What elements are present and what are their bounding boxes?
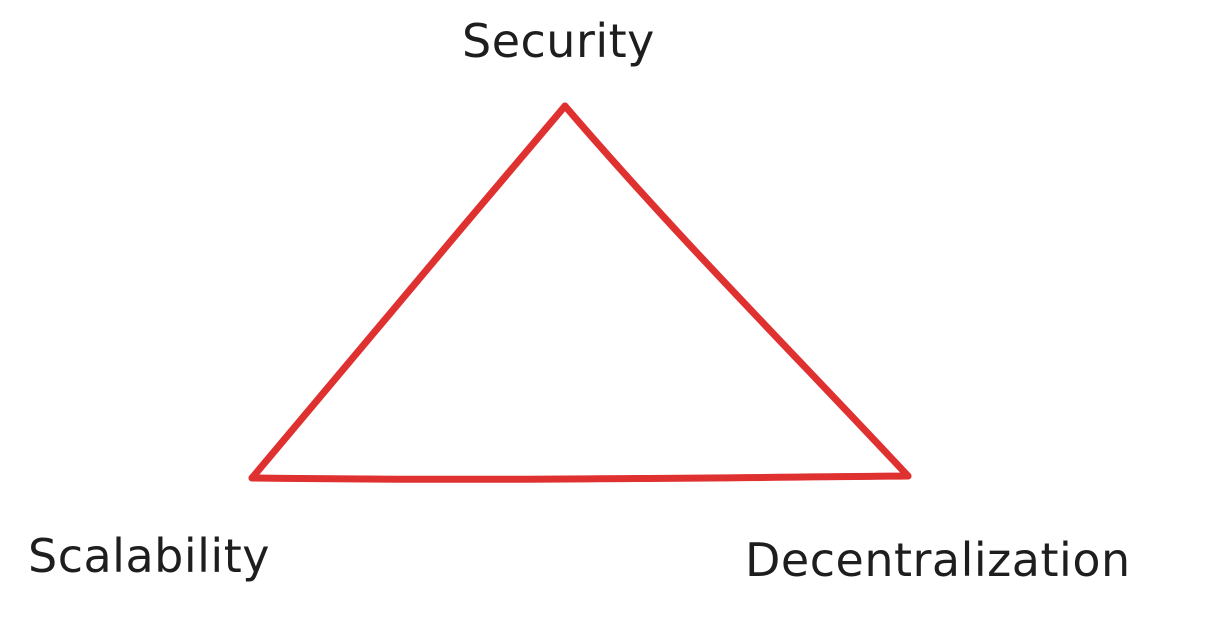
vertex-label-security: Security bbox=[462, 14, 655, 68]
triangle-edge-bottom bbox=[248, 472, 912, 483]
vertex-label-decentralization: Decentralization bbox=[745, 533, 1131, 587]
triangle-edge-left bbox=[248, 102, 569, 482]
vertex-label-scalability: Scalability bbox=[28, 529, 270, 583]
triangle-edge-right bbox=[561, 102, 912, 480]
